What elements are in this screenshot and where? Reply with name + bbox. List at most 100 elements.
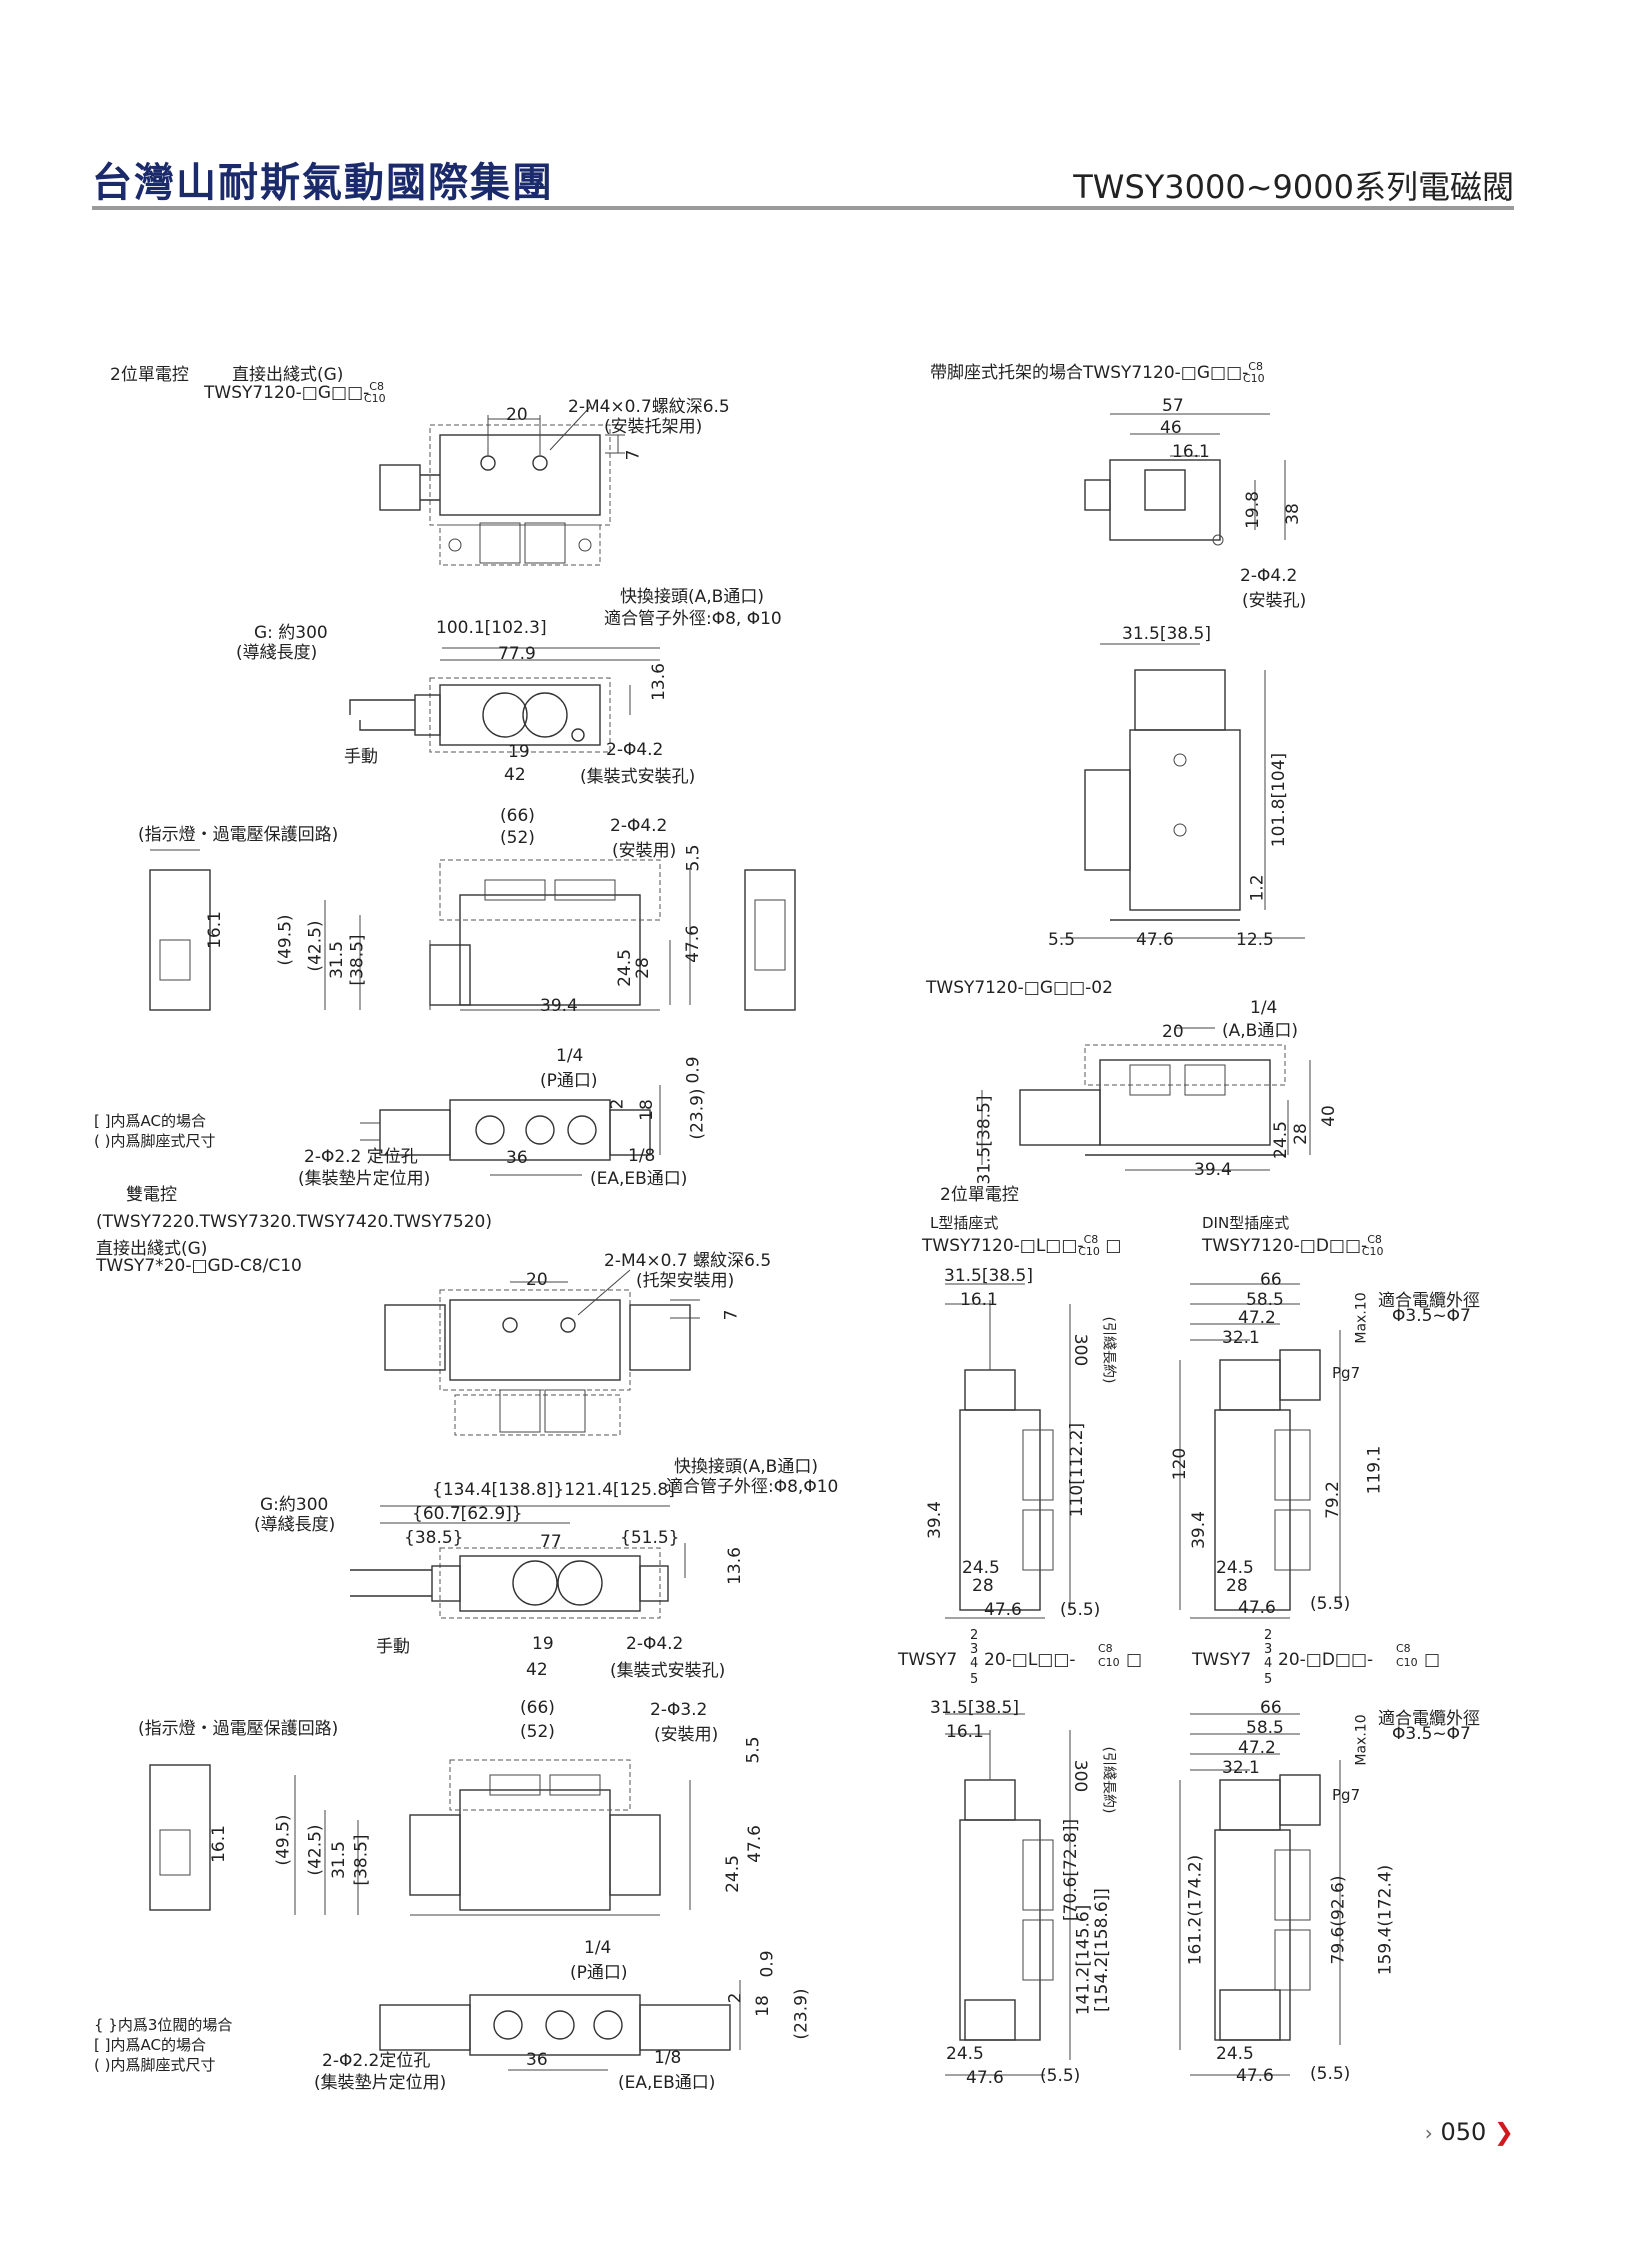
dim-2: 2 [725, 1992, 746, 2004]
l-dim-300: 300 [1070, 1333, 1091, 1367]
dim-31-5: 31.5 [328, 1841, 349, 1879]
dim-31-5: 31.5[38.5] [1122, 624, 1211, 644]
dim-12-5: 12.5 [1236, 930, 1274, 950]
dim-66: (66) [520, 1698, 555, 1718]
locating-hole-sub: (集裝墊片定位用) [314, 2073, 447, 2093]
l-dim-16-1: 16.1 [960, 1290, 998, 1310]
dim-42-5: (42.5) [305, 920, 326, 972]
dim-52: (52) [520, 1722, 555, 1742]
dim-23-9: (23.9) [687, 1088, 708, 1140]
md-dim-159-4: 159.4(172.4) [1375, 1864, 1396, 1976]
lead-length-sub: (導綫長度) [236, 643, 318, 663]
ml-dim-154-2: [154.2[158.6]] [1091, 1888, 1112, 2012]
l-dim-28: 28 [972, 1576, 994, 1596]
dim-77: 77 [540, 1532, 562, 1552]
locating-hole-label: 2-Φ2.2 定位孔 [304, 1147, 418, 1167]
ml-lead-note: (引綫長約) [1100, 1746, 1117, 1814]
section-subtitle: 直接出綫式(G) [96, 1239, 208, 1259]
md-dim-58-5: 58.5 [1246, 1718, 1284, 1738]
tube-diameter-label: 適合管子外徑:Φ8,Φ10 [666, 1477, 839, 1497]
m4-thread-note: 2-M4×0.7 螺紋深6.5 [604, 1251, 772, 1271]
phi42-mount-sub: (安裝用) [612, 841, 677, 861]
dim-49-5: (49.5) [273, 1814, 294, 1866]
m4-thread-note: 2-M4×0.7螺紋深6.5 [568, 397, 730, 417]
quick-fitting-label: 快換接頭(A,B通口) [674, 1457, 818, 1477]
din-dim-47-6: 47.6 [1238, 1598, 1276, 1618]
model-code: TWSY7120-□G□□-C8C10 [204, 380, 386, 405]
note-ac: [ ]内爲AC的場合 [94, 1112, 206, 1130]
dim-42: 42 [504, 765, 526, 785]
dim-2: 2 [607, 1098, 628, 1110]
phi42-sub: (集裝式安裝孔) [580, 767, 696, 787]
dim-19-8: 19.8 [1242, 491, 1263, 529]
dim-49-5: (49.5) [275, 914, 296, 966]
md-cable-label: 適合電纜外徑 [1378, 1709, 1480, 1729]
dim-36: 36 [526, 2050, 548, 2070]
dim-18: 18 [636, 1099, 657, 1121]
l-type-label: L型插座式 [930, 1214, 999, 1232]
note-3pos: { }内爲3位閥的場合 [94, 2016, 233, 2034]
din-dim-120: 120 [1170, 1447, 1191, 1481]
md-dim-32-1: 32.1 [1222, 1758, 1260, 1778]
lead-length-label: G: 約300 [254, 623, 328, 643]
quick-fitting-label: 快換接頭(A,B通口) [620, 587, 764, 607]
section-title: 2位單電控 [940, 1185, 1019, 1205]
p-port-label: (P通口) [570, 1963, 628, 1983]
l-dim-47-6: 47.6 [984, 1600, 1022, 1620]
dim-38-5: [38.5] [347, 934, 368, 986]
md-dim-47-6: 47.6 [1236, 2066, 1274, 2086]
dim-57: 57 [1162, 396, 1184, 416]
l-dim-110: 110[112.2] [1067, 1422, 1088, 1518]
dim-31-5: 31.5 [326, 941, 347, 979]
dim-39-4: 39.4 [1194, 1160, 1232, 1180]
dim-28: 28 [1290, 1123, 1311, 1145]
page-number: › 050 ❯ [1425, 2118, 1514, 2146]
dim-5-5: 5.5 [1048, 930, 1076, 950]
company-title: 台灣山耐斯氣動國際集團 [92, 160, 554, 206]
dim-39-4: 39.4 [540, 996, 578, 1016]
dim-20: 20 [526, 1270, 548, 1290]
page-chevron-left-icon: › [1424, 2121, 1433, 2145]
dim-47-6: 47.6 [682, 925, 703, 963]
din-dim-28: 28 [1226, 1576, 1248, 1596]
md-dim-47-2: 47.2 [1238, 1738, 1276, 1758]
tube-diameter-label: 適合管子外徑:Φ8, Φ10 [604, 609, 782, 629]
din-dim-119-1: 119.1 [1364, 1445, 1385, 1495]
dim-77-9: 77.9 [498, 644, 536, 664]
l-dim-39-4: 39.4 [924, 1501, 945, 1539]
dim-1-4: 1/4 [1250, 998, 1278, 1018]
md-dim-66: 66 [1260, 1698, 1282, 1718]
din-cable-label: 適合電纜外徑 [1378, 1291, 1480, 1311]
dim-100: 100.1[102.3] [436, 618, 547, 638]
phi42-mount-label: 2-Φ4.2 [610, 816, 668, 836]
phi32-label: 2-Φ3.2 [650, 1700, 708, 1720]
dim-16-1: 16.1 [1172, 442, 1210, 462]
din-cable-range: Φ3.5~Φ7 [1392, 1306, 1471, 1326]
drawing-bracket-top [1084, 413, 1286, 546]
dim-134-4: {134.4[138.8]}121.4[125.8] [432, 1480, 675, 1500]
drawing-l-type [945, 1283, 1071, 1619]
series-title: TWSY3000~9000系列電磁閥 [1073, 168, 1514, 206]
din-dim-5-5: (5.5) [1310, 1594, 1351, 1614]
ea-eb-port-label: (EA,EB通口) [590, 1169, 688, 1189]
multi-din-model-code: 2 TWSY7 3 4 20-□D□□- C8 C10 □ 5 [1192, 1628, 1441, 1687]
dim-20: 20 [1162, 1022, 1184, 1042]
phi42-sub: (集裝式安裝孔) [610, 1661, 726, 1681]
note-foot: ( )内爲脚座式尺寸 [94, 2056, 216, 2074]
manual-label: 手動 [376, 1637, 410, 1657]
dim-38-5b: [38.5] [351, 1834, 372, 1886]
md-cable-range: Φ3.5~Φ7 [1392, 1724, 1471, 1744]
md-dim-5-5: (5.5) [1310, 2064, 1351, 2084]
l-dim-31-5: 31.5[38.5] [944, 1266, 1033, 1286]
drawing-multi-l-type [945, 1713, 1071, 2076]
dim-38: 38 [1282, 503, 1303, 525]
l-model-code: TWSY7120-□L□□-C8C10 □ [922, 1233, 1122, 1258]
dim-28: 28 [632, 957, 653, 979]
din-type-label: DIN型插座式 [1202, 1214, 1290, 1232]
model-code: TWSY7120-□G□□-02 [926, 978, 1113, 998]
dim-60-7: {60.7[62.9]} [412, 1504, 523, 1524]
dim-16-1: 16.1 [208, 1825, 229, 1863]
drawing-elevation-view [149, 1759, 691, 1916]
dim-1-8: 1/8 [628, 1146, 656, 1166]
din-dim-58-5: 58.5 [1246, 1290, 1284, 1310]
